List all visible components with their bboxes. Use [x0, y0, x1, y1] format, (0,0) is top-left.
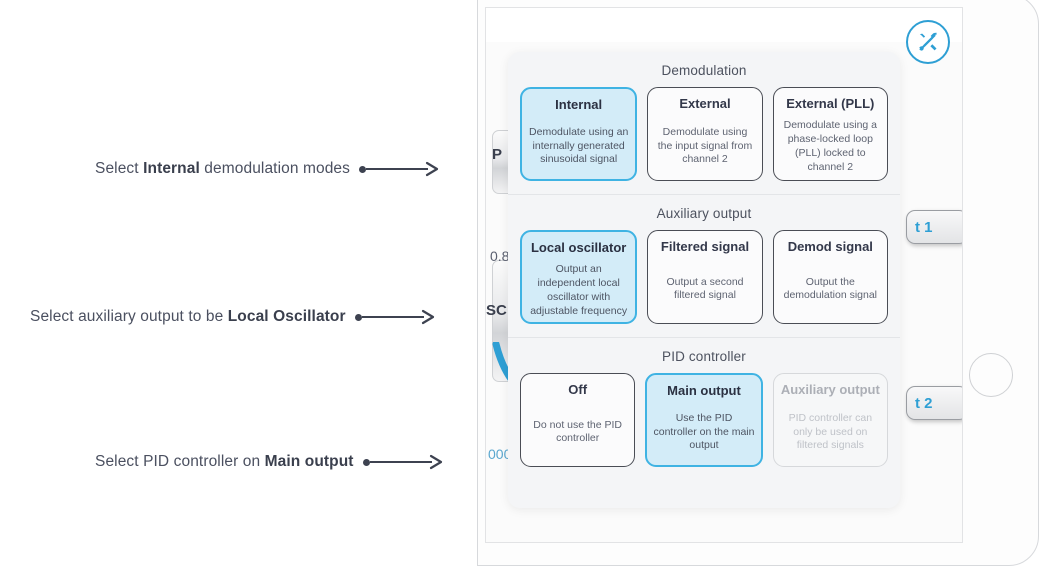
option-card-auxiliary-output: Auxiliary output PID controller can only…	[772, 373, 888, 467]
annotation-main-output-text: Select PID controller on Main output	[95, 453, 354, 470]
option-card-filtered-signal[interactable]: Filtered signal Output a second filtered…	[647, 230, 763, 324]
settings-overlay-panel: Demodulation Internal Demodulate using a…	[508, 52, 900, 508]
tablet-device: P SC 0.8 000 t 1 t 2	[477, 0, 1039, 566]
option-card-local-oscillator[interactable]: Local oscillator Output an independent l…	[520, 230, 638, 324]
wrench-screwdriver-icon	[919, 32, 937, 51]
option-label-external-pll: External (PLL)	[786, 96, 875, 111]
background-value-1: 0.8	[490, 248, 510, 264]
option-group-pid-controller: Off Do not use the PID controller Main o…	[508, 373, 900, 480]
section-title-pid-controller: PID controller	[662, 349, 746, 364]
option-description-internal: Demodulate using an internally generated…	[529, 125, 629, 166]
background-label-p: P	[492, 146, 503, 163]
annotation-main-output: Select PID controller on Main output	[95, 453, 445, 471]
option-label-auxiliary-output: Auxiliary output	[780, 382, 880, 397]
annotation-connector-1	[359, 161, 441, 177]
tools-icon[interactable]	[906, 20, 950, 64]
option-label-main-output: Main output	[667, 383, 741, 398]
annotation-local-oscillator: Select auxiliary output to be Local Osci…	[30, 308, 437, 326]
arrow-right-icon	[429, 454, 442, 470]
section-title-auxiliary-output: Auxiliary output	[656, 206, 752, 221]
option-description-local-oscillator: Output an independent local oscillator w…	[530, 262, 628, 317]
background-label-osc: SC	[486, 302, 507, 319]
option-label-external: External	[679, 96, 731, 111]
option-label-internal: Internal	[555, 97, 603, 112]
option-group-demodulation: Internal Demodulate using an internally …	[508, 87, 900, 194]
arrow-right-icon	[425, 161, 439, 177]
annotation-local-oscillator-text: Select auxiliary output to be Local Osci…	[30, 308, 346, 325]
option-card-main-output[interactable]: Main output Use the PID controller on th…	[645, 373, 763, 467]
option-card-internal[interactable]: Internal Demodulate using an internally …	[520, 87, 638, 181]
option-description-external: Demodulate using the input signal from c…	[657, 125, 753, 166]
background-tab-output-1[interactable]: t 1	[906, 210, 962, 244]
arrow-right-icon	[421, 309, 434, 325]
option-description-off: Do not use the PID controller	[533, 418, 623, 445]
device-screen: P SC 0.8 000 t 1 t 2	[485, 7, 963, 543]
section-auxiliary-output: Auxiliary output Local oscillator Output…	[508, 194, 900, 337]
connector-line	[361, 316, 424, 318]
background-value-2: 000	[488, 446, 512, 462]
option-card-demod-signal[interactable]: Demod signal Output the demodulation sig…	[772, 230, 888, 324]
annotation-internal: Select Internal demodulation modes	[95, 160, 441, 178]
connector-line	[366, 168, 428, 170]
connector-dot-icon	[359, 165, 366, 173]
option-card-external[interactable]: External Demodulate using the input sign…	[647, 87, 763, 181]
annotation-column: Select Internal demodulation modes Selec…	[0, 0, 500, 560]
option-description-demod-signal: Output the demodulation signal	[783, 275, 878, 302]
option-description-filtered-signal: Output a second filtered signal	[666, 275, 744, 302]
option-description-external-pll: Demodulate using a phase-locked loop (PL…	[783, 118, 878, 173]
option-label-filtered-signal: Filtered signal	[660, 239, 750, 254]
section-title-demodulation: Demodulation	[661, 63, 747, 78]
annotation-connector-2	[354, 309, 437, 325]
section-pid-controller: PID controller Off Do not use the PID co…	[508, 337, 900, 480]
option-label-off: Off	[568, 382, 588, 397]
annotation-internal-text: Select Internal demodulation modes	[95, 160, 350, 177]
option-group-auxiliary-output: Local oscillator Output an independent l…	[508, 230, 900, 337]
option-description-main-output: Use the PID controller on the main outpu…	[653, 411, 755, 452]
home-button[interactable]	[969, 353, 1013, 397]
option-description-auxiliary-output: PID controller can only be used on filte…	[788, 411, 873, 452]
background-tab-output-2[interactable]: t 2	[906, 386, 962, 420]
screen-topbar	[486, 8, 962, 43]
annotation-connector-3	[362, 454, 445, 470]
section-demodulation: Demodulation Internal Demodulate using a…	[508, 52, 900, 194]
option-card-off[interactable]: Off Do not use the PID controller	[520, 373, 636, 467]
option-label-demod-signal: Demod signal	[787, 239, 873, 254]
connector-dot-icon	[362, 458, 370, 466]
connector-line	[369, 461, 432, 463]
option-card-external-pll[interactable]: External (PLL) Demodulate using a phase-…	[772, 87, 888, 181]
option-label-local-oscillator: Local oscillator	[530, 240, 627, 255]
connector-dot-icon	[354, 313, 362, 321]
